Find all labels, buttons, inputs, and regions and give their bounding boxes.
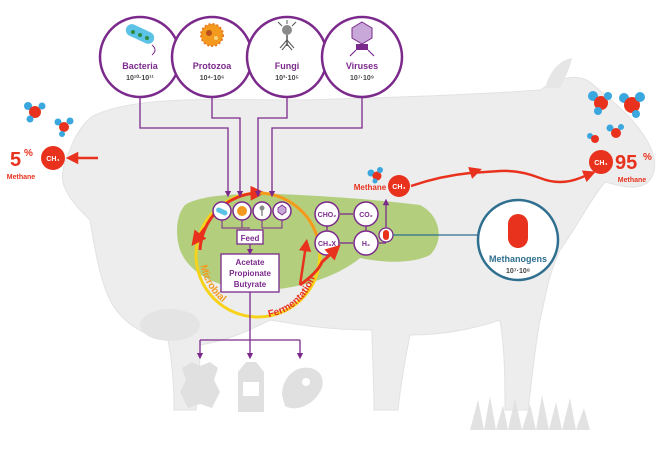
virus-icon <box>349 21 375 57</box>
output-connectors <box>196 292 304 360</box>
right-methane-label: Methane <box>618 177 647 184</box>
microbe-protozoa: Protozoa 10⁴·10⁶ <box>170 15 254 99</box>
feed-box: Feed <box>236 229 264 255</box>
microbe-connectors <box>139 97 363 198</box>
grass-icon <box>470 395 590 430</box>
methane-molecule-icon-small <box>367 167 383 184</box>
middle-methane-label: Methane <box>354 183 387 192</box>
meat-icon <box>282 367 323 409</box>
middle-ch4-formula: CH₄ <box>392 184 405 191</box>
left-ch4-formula: CH₄ <box>46 156 59 163</box>
fungi-name: Fungi <box>275 61 300 71</box>
methanogens-name: Methanogens <box>489 254 547 264</box>
microbe-fungi: Fungi 10³·10⁵ <box>245 15 329 99</box>
product-butyrate: Butyrate <box>234 280 267 289</box>
left-percent-sign: % <box>24 148 33 159</box>
viruses-name: Viruses <box>346 61 378 71</box>
right-percent: 95 <box>615 152 637 174</box>
middle-methane: CH₄ Methane <box>354 167 410 197</box>
molecule-ch3x: CH₃X <box>318 241 336 248</box>
ring-up-arrow <box>298 238 312 286</box>
feed-label: Feed <box>241 234 260 243</box>
bacteria-name: Bacteria <box>122 61 159 71</box>
methane-molecules-left-icon <box>24 102 74 137</box>
viruses-count: 10⁷·10⁹ <box>350 75 374 82</box>
left-methane: 5 % Methane CH₄ <box>7 102 98 181</box>
methane-molecules-right-icon <box>587 91 645 143</box>
protozoa-count: 10⁴·10⁶ <box>200 75 225 82</box>
right-percent-sign: % <box>643 152 652 163</box>
right-methane: CH₄ 95 % Methane <box>587 91 652 184</box>
rumen-microbe-bubbles <box>212 201 292 229</box>
protozoa-name: Protozoa <box>193 61 232 71</box>
molecule-h2: H₂ <box>362 241 370 248</box>
product-propionate: Propionate <box>229 269 271 278</box>
methane-release-arrow <box>410 169 596 188</box>
left-methane-label: Methane <box>7 174 36 181</box>
left-percent: 5 <box>10 149 21 171</box>
microbe-bacteria: Bacteria 10¹⁰·10¹¹ <box>98 15 182 99</box>
vfa-products-box: Acetate Propionate Butyrate <box>220 253 280 293</box>
product-acetate: Acetate <box>236 258 265 267</box>
bacteria-count: 10¹⁰·10¹¹ <box>126 74 154 82</box>
methanogens-circle: Methanogens 10⁷·10⁸ <box>476 198 560 282</box>
fungi-icon <box>277 20 297 51</box>
milk-carton-icon <box>238 362 264 412</box>
molecule-cho2: CHO₂ <box>318 212 337 219</box>
molecule-co2: CO₂ <box>359 212 373 219</box>
methanogens-count: 10⁷·10⁸ <box>506 268 530 275</box>
microbe-viruses: Viruses 10⁷·10⁹ <box>320 15 404 99</box>
protozoa-icon <box>200 23 224 47</box>
bacteria-icon <box>125 24 156 56</box>
methanogen-icon <box>508 214 528 248</box>
right-ch4-formula: CH₄ <box>594 160 607 167</box>
fermentation-to-molecules-arrow <box>299 244 341 287</box>
fungi-count: 10³·10⁵ <box>275 75 299 82</box>
hide-icon <box>180 362 220 408</box>
